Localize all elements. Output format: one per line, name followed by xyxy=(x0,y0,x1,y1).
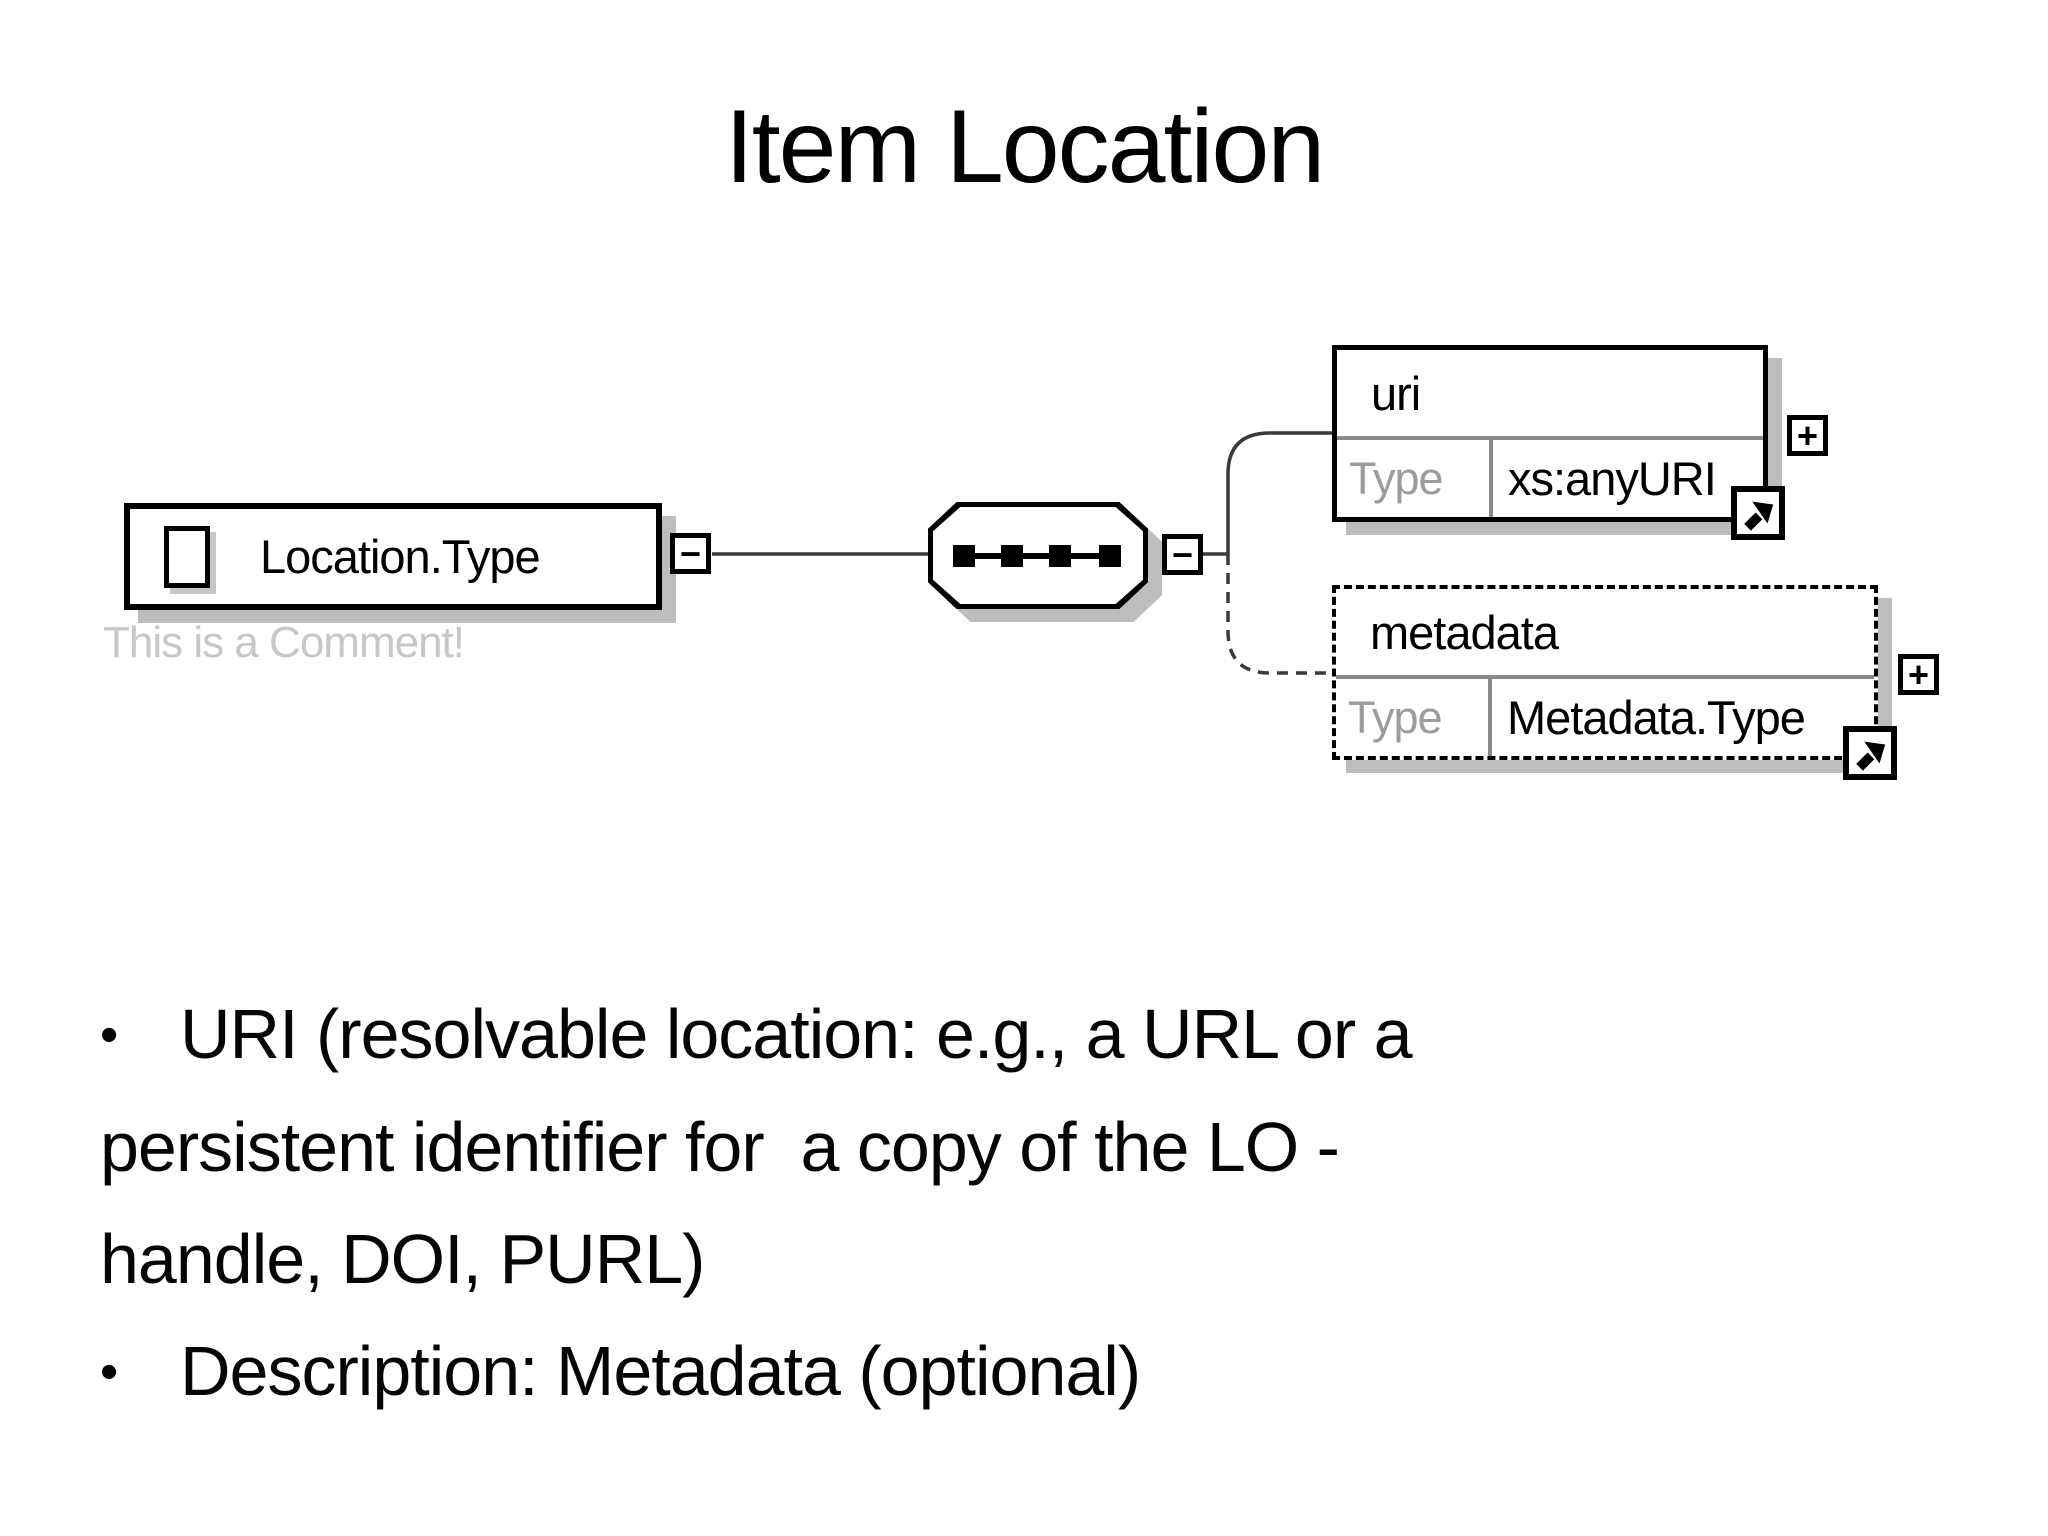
row-divider xyxy=(1337,436,1763,440)
element-name: uri xyxy=(1371,366,1421,420)
type-label: Type xyxy=(1349,452,1444,504)
bullet-list: • URI (resolvable location: e.g., a URL o… xyxy=(100,978,1940,1428)
bullet-line: persistent identifier for a copy of the … xyxy=(100,1091,1940,1203)
expand-toggle-uri[interactable]: + xyxy=(1787,415,1828,456)
bullet-icon: • xyxy=(100,1006,118,1064)
root-type-box: Location.Type xyxy=(124,503,662,610)
minus-icon: − xyxy=(1171,533,1194,575)
connector-to-metadata xyxy=(1226,554,1334,675)
bullet-line: • Description: Metadata (optional) xyxy=(100,1315,1940,1428)
bullet-text: handle, DOI, PURL) xyxy=(100,1220,705,1298)
minus-icon: − xyxy=(679,532,702,574)
expand-toggle-metadata[interactable]: + xyxy=(1898,654,1939,695)
annotation-comment: This is a Comment! xyxy=(103,618,465,667)
element-box-metadata: metadata Type Metadata.Type xyxy=(1332,585,1878,760)
bullet-text: persistent identifier for a copy of the … xyxy=(100,1108,1340,1186)
bullet-text: URI (resolvable location: e.g., a URL or… xyxy=(180,995,1413,1073)
plus-icon: + xyxy=(1907,653,1930,695)
collapse-toggle-sequence[interactable]: − xyxy=(1162,534,1203,575)
element-name: metadata xyxy=(1370,605,1559,659)
type-value: xs:anyURI xyxy=(1508,452,1717,505)
element-box-uri: uri Type xs:anyURI xyxy=(1332,345,1768,522)
goto-definition-arrow-icon[interactable] xyxy=(1843,726,1897,780)
bullet-icon: • xyxy=(100,1343,118,1401)
bullet-line: handle, DOI, PURL) xyxy=(100,1203,1940,1315)
slide-title: Item Location xyxy=(724,89,1325,205)
type-value: Metadata.Type xyxy=(1507,691,1806,744)
root-type-label: Location.Type xyxy=(260,530,541,583)
collapse-toggle-root[interactable]: − xyxy=(670,533,711,574)
connector-to-uri xyxy=(1201,431,1334,556)
cell-divider xyxy=(1489,440,1493,517)
complex-type-icon xyxy=(164,525,210,588)
cell-divider xyxy=(1488,679,1492,756)
sequence-compositor xyxy=(928,502,1162,622)
sequence-icon xyxy=(953,545,1121,567)
plus-icon: + xyxy=(1796,414,1819,456)
type-label: Type xyxy=(1348,691,1443,743)
bullet-line: • URI (resolvable location: e.g., a URL o… xyxy=(100,978,1940,1091)
row-divider xyxy=(1336,675,1874,679)
bullet-text: Description: Metadata (optional) xyxy=(180,1332,1141,1410)
goto-definition-arrow-icon[interactable] xyxy=(1731,486,1785,540)
